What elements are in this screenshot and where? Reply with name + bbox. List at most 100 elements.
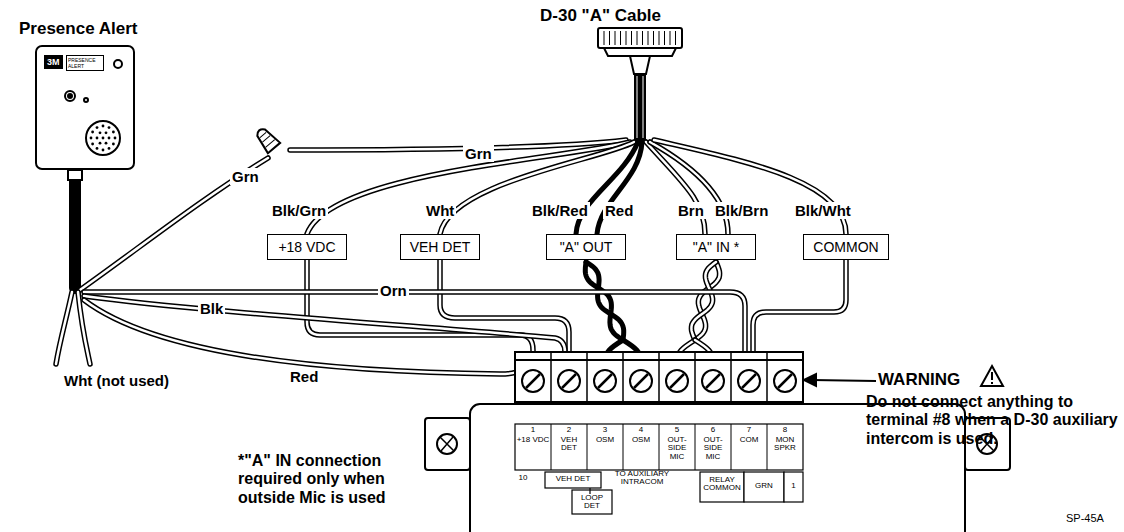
signal-box: +18 VDC [267,234,347,260]
box-label: VEH DET [410,239,471,255]
wire [691,262,716,340]
cell-divider [659,424,660,470]
screw-slot [634,374,648,388]
signal-box: VEH DET [400,234,481,260]
terminal-divider [658,352,660,402]
terminal-strip [515,352,803,402]
terminal-number: 3 [588,426,622,434]
wire [586,262,624,340]
speaker-hole [99,131,102,134]
terminal-screw [594,370,616,392]
wire-label: Grn [230,168,261,185]
speaker-hole [112,143,115,146]
speaker-hole [91,143,94,146]
terminal-screw [702,370,724,392]
screw-slot [670,374,684,388]
speaker-hole [102,137,105,140]
wire-label: Blk [198,300,225,317]
connector-pin [675,31,676,45]
cell-divider [551,424,552,470]
brand-logo: 3M [44,55,63,69]
connector-pin [664,31,665,45]
speaker-hole [108,137,111,140]
wire [84,300,526,374]
screw-slot [778,374,792,388]
note-text: SP-45A [1066,512,1104,525]
terminal-name: VEH DET [552,436,586,453]
wire [440,260,569,362]
wire [440,260,569,362]
wire-label: Brn [676,202,706,219]
module-label: RELAY COMMON [701,476,743,493]
terminal-number: 5 [660,426,694,434]
wire [691,262,716,340]
speaker-hole [102,125,105,128]
terminal-name: OUT-SIDE MIC [660,436,694,461]
module-label: 10 [514,474,532,482]
wire [634,74,646,140]
wire [753,260,846,362]
warning-arrow [804,374,876,386]
wire-label: Red [603,202,635,219]
wires [56,74,846,374]
warning-triangle [981,366,1003,386]
speaker-hole [105,131,108,134]
wire-label: Blk/Grn [270,202,328,219]
terminal-name: COM [732,436,766,444]
wire [307,260,533,362]
terminal-number: 2 [552,426,586,434]
connector-pin [670,31,671,45]
signal-box: COMMON [803,234,888,260]
speaker-hole [114,137,117,140]
connector-pin [648,31,649,45]
wire-label: Grn [463,145,494,162]
terminal-divider [586,352,588,402]
terminal-divider [550,352,552,402]
connector-pin [659,31,660,45]
wire [290,140,626,150]
wire [585,262,623,340]
wire [307,260,533,362]
connector-pin [609,31,610,45]
terminal-divider [802,352,804,402]
wire-label: Wht (not used) [62,372,171,389]
note-text: WARNING [878,370,960,390]
connector-pin [604,31,605,45]
device-heading: Presence Alert [19,19,137,39]
wire-label: D-30 "A" Cable [540,6,661,26]
terminal-screw [558,370,580,392]
speaker-hole [99,142,102,145]
presence-alert-device [65,60,122,180]
module-label: LOOP DET [573,494,611,511]
module-label: 1 [785,482,802,490]
box-label: +18 VDC [278,239,335,255]
speaker-hole [91,131,94,134]
terminal-number: 1 [516,426,550,434]
speaker-hole [108,147,111,150]
wire-nut [253,125,280,153]
module-label: VEH DET [546,475,600,483]
connector-pin [615,31,616,45]
terminal-number: 8 [768,426,802,434]
wire [80,158,268,290]
terminal-name: OSM [588,436,622,444]
screw-slot [562,374,576,388]
connector-pin [653,31,654,45]
screw-slot [742,374,756,388]
cell-divider [695,424,696,470]
terminal-name: OSM [624,436,658,444]
connector-pin [637,31,638,45]
wire [78,292,90,364]
box-label: "A" OUT [560,239,613,255]
wire-label: Red [288,368,320,385]
speaker-hole [112,131,115,134]
terminal-screw [522,370,544,392]
screw-slot [526,374,540,388]
device-name: PRESENCE ALERT [66,55,104,71]
wire-label: Blk/Red [530,202,590,219]
cell-divider [731,424,732,470]
wire-label: Blk/Brn [713,202,770,219]
connector-pin [620,31,621,45]
screw-slot [706,374,720,388]
